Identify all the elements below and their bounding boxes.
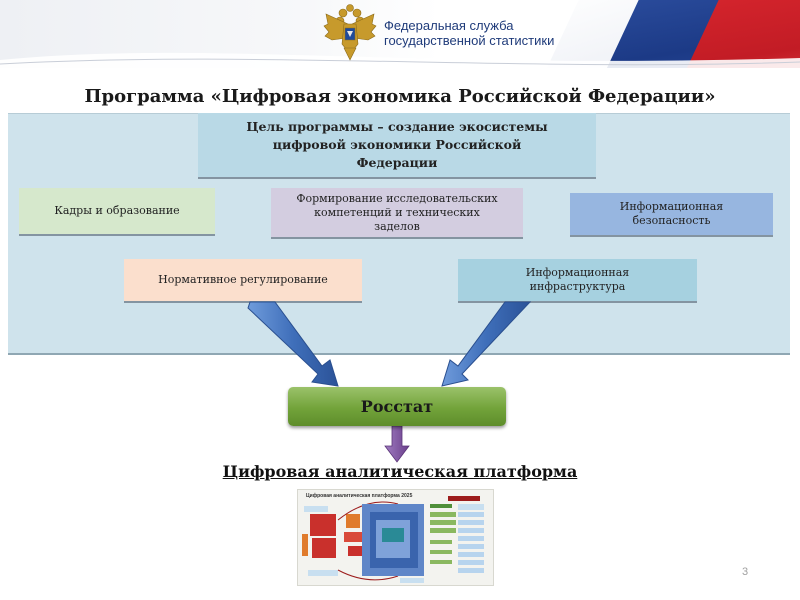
thumbnail-title: Цифровая аналитическая платформа 2025 [306, 493, 413, 499]
program-goal-box: Цель программы – создание экосистемы циф… [198, 113, 596, 177]
direction-kadry-box: Кадры и образование [19, 188, 215, 234]
direction-kadry-label: Кадры и образование [54, 204, 180, 217]
agency-name-line1: Федеральная служба [384, 18, 514, 33]
direction-security-line2: безопасность [632, 214, 711, 227]
direction-infra-line2: инфраструктура [529, 280, 626, 293]
left-arrow-icon [247, 301, 339, 387]
header-banner: Федеральная служба государственной стати… [0, 0, 800, 68]
platform-title-text: Цифровая аналитическая платформа [222, 462, 578, 481]
header-wave-decoration [0, 52, 800, 68]
page-number: 3 [742, 566, 749, 578]
platform-title: Цифровая аналитическая платформа [0, 462, 800, 481]
goal-line2: цифровой экономики Российской [272, 137, 522, 152]
goal-line1: Цель программы – создание экосистемы [246, 119, 548, 134]
direction-norm-box: Нормативное регулирование [124, 259, 362, 301]
down-arrow-icon [384, 425, 410, 463]
direction-infra-line1: Информационная [525, 266, 630, 279]
platform-diagram-thumbnail: Цифровая аналитическая платформа 2025 [297, 489, 494, 586]
direction-research-line3: заделов [374, 219, 420, 233]
direction-research-box: Формирование исследовательских компетенц… [271, 188, 523, 237]
platform-diagram-image [302, 496, 484, 583]
russian-eagle-emblem-icon [323, 4, 377, 61]
direction-security-line1: Информационная [619, 200, 724, 213]
agency-name: Федеральная служба государственной стати… [384, 18, 554, 48]
direction-research-line2: компетенций и технических [314, 205, 480, 219]
slide-title: Программа «Цифровая экономика Российской… [84, 86, 716, 107]
direction-infra-box: Информационная инфраструктура [458, 259, 697, 301]
agency-name-line2: государственной статистики [384, 33, 555, 48]
direction-research-line1: Формирование исследовательских [296, 191, 498, 205]
direction-norm-label: Нормативное регулирование [158, 273, 328, 286]
goal-line3: Федерации [356, 155, 438, 170]
direction-security-box: Информационная безопасность [570, 193, 773, 235]
rosstat-box: Росстат [288, 387, 506, 426]
right-arrow-icon [441, 301, 532, 387]
